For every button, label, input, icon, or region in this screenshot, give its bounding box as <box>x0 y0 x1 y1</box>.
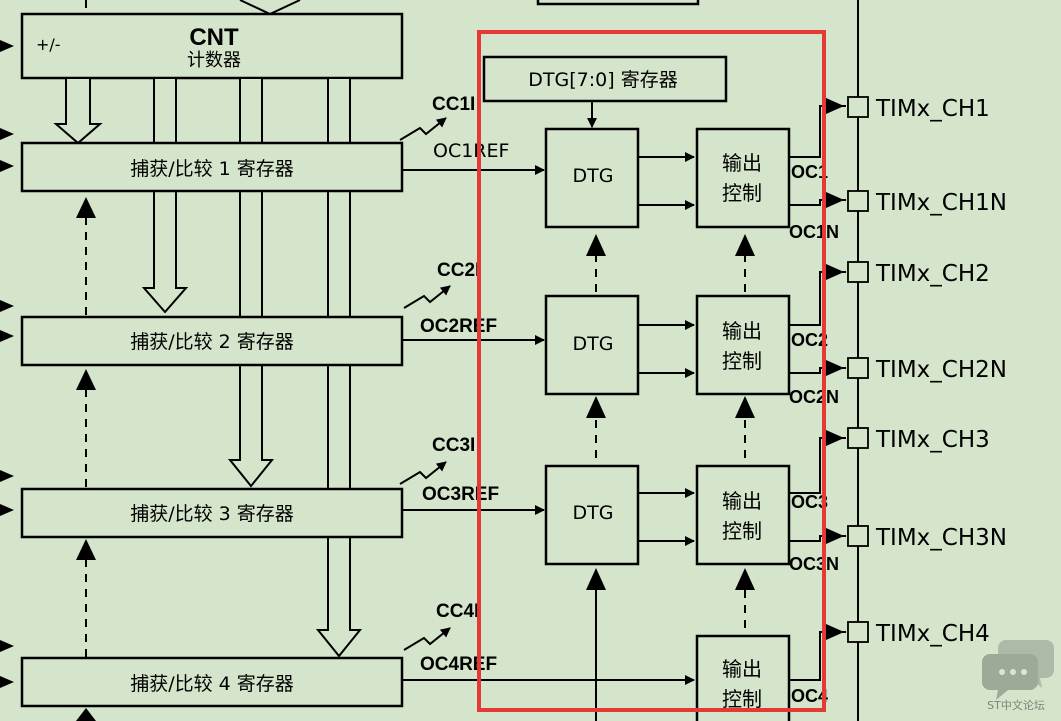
pin-label-ch1n: TIMx_CH1N <box>875 190 1007 216</box>
watermark-text: ST中文论坛 <box>987 698 1045 712</box>
dtg-block-1 <box>544 127 640 229</box>
pin-label-ch3n: TIMx_CH3N <box>875 525 1007 551</box>
output-control-blocks <box>695 127 791 721</box>
register-3-label: 捕获/比较 3 寄存器 <box>130 503 294 525</box>
register-1-label: 捕获/比较 1 寄存器 <box>130 158 294 180</box>
cc3-label: CC3I <box>432 435 475 456</box>
pin-square-ch1n <box>847 190 869 212</box>
output-control-block-2 <box>695 294 791 396</box>
output-control-1-line1: 输出 <box>722 151 762 175</box>
oc2-label: OC2 <box>791 330 828 350</box>
pin-label-ch4: TIMx_CH4 <box>875 621 990 647</box>
cc4-label: CC4I <box>436 601 479 622</box>
vertical-dashed-links <box>586 234 755 721</box>
pin-square-ch4 <box>847 621 869 643</box>
oc2ref-label: OC2REF <box>420 316 497 337</box>
pin-label-ch2: TIMx_CH2 <box>875 261 990 287</box>
pin-square-ch2 <box>847 261 869 283</box>
register-box-3 <box>20 487 404 539</box>
pin-square-ch3n <box>847 525 869 547</box>
pin-label-ch1: TIMx_CH1 <box>875 96 990 122</box>
cnt-title: CNT <box>189 24 239 51</box>
pin-square-ch1 <box>847 96 869 118</box>
ocref-wires <box>402 165 695 685</box>
dtg-register-label: DTG[7:0] 寄存器 <box>528 69 677 91</box>
dtg-2-label: DTG <box>573 333 614 355</box>
pin-squares <box>847 96 869 643</box>
output-control-3-line1: 输出 <box>722 489 762 513</box>
dtg-block-2 <box>544 294 640 396</box>
output-control-2-line2: 控制 <box>722 349 762 373</box>
output-control-1-line2: 控制 <box>722 181 762 205</box>
left-edge-arrows <box>0 40 14 688</box>
register-box-4 <box>20 656 404 708</box>
oc3ref-label: OC3REF <box>422 484 499 505</box>
cnt-updown-label: +/- <box>36 35 61 54</box>
register-4-label: 捕获/比较 4 寄存器 <box>130 673 294 695</box>
cc1-label: CC1I <box>432 94 475 115</box>
output-control-4-line1: 输出 <box>722 657 762 681</box>
highlight-rectangle <box>477 30 826 712</box>
output-wires <box>789 98 846 681</box>
oc1ref-label: OC1REF <box>433 140 509 162</box>
output-control-2-line1: 输出 <box>722 319 762 343</box>
cnt-counter-box <box>20 12 404 80</box>
oc4ref-label: OC4REF <box>420 654 497 675</box>
pin-square-ch2n <box>847 357 869 379</box>
register-boxes: 捕获/比较 1 寄存器 捕获/比较 2 寄存器 捕获/比较 3 寄存器 捕获/比… <box>20 141 404 708</box>
cc-interrupt-arrows <box>399 117 451 651</box>
dtg-3-label: DTG <box>573 502 614 524</box>
oc3n-label: OC3N <box>789 554 839 574</box>
dtg-block-3 <box>544 464 640 566</box>
oc1n-label: OC1N <box>789 222 839 242</box>
chat-bubbles-icon <box>982 640 1054 700</box>
oc4-label: OC4 <box>791 686 828 706</box>
register-2-label: 捕获/比较 2 寄存器 <box>130 331 294 353</box>
oc1-label: OC1 <box>791 162 828 182</box>
left-dashed-arrows <box>76 0 96 721</box>
cc2-label: CC2I <box>437 260 480 281</box>
output-control-block-3 <box>695 464 791 566</box>
oc2n-label: OC2N <box>789 387 839 407</box>
cnt-subtitle: 计数器 <box>187 50 241 71</box>
pin-square-ch3 <box>847 427 869 449</box>
cnt-input-arrow <box>239 0 301 16</box>
oc3-label: OC3 <box>791 492 828 512</box>
top-register-box <box>536 0 700 6</box>
dtg-1-label: DTG <box>573 165 614 187</box>
register-box-1 <box>20 141 404 193</box>
dtg-blocks <box>544 127 640 566</box>
register-box-2 <box>20 315 404 367</box>
output-control-block-4 <box>695 634 791 721</box>
output-control-3-line2: 控制 <box>722 519 762 543</box>
output-control-4-line2: 控制 <box>722 687 762 711</box>
output-control-block-1 <box>695 127 791 229</box>
pin-label-ch3: TIMx_CH3 <box>875 427 990 453</box>
pin-label-ch2n: TIMx_CH2N <box>875 357 1007 383</box>
dtg-register-box <box>482 55 728 103</box>
dtg-to-output-arrows <box>638 152 695 546</box>
